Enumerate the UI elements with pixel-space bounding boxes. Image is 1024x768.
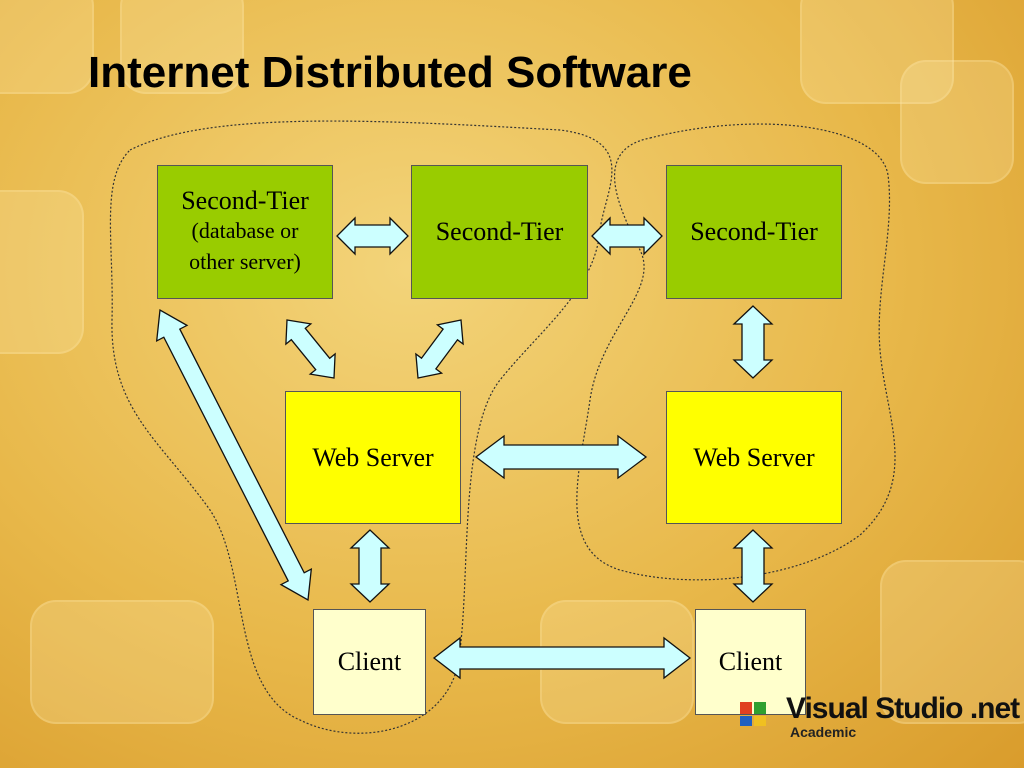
logo-brand-text: Visual Studio .net: [786, 692, 1020, 725]
second-tier-left-label: Second-Tier: [181, 186, 309, 216]
second-tier-box-right: Second-Tier: [666, 165, 842, 299]
second-tier-box-middle: Second-Tier: [411, 165, 588, 299]
arrow-web-right-to-client-right: [732, 529, 774, 603]
arrow-tier-right-to-web-right: [732, 305, 774, 379]
client-box-right: Client: [695, 609, 806, 715]
arrow-tier-middle-to-web-left: [415, 319, 464, 379]
arrow-tier-left-to-client-left: [155, 308, 313, 602]
web-server-box-right: Web Server: [666, 391, 842, 524]
web-server-left-label: Web Server: [312, 442, 434, 472]
arrow-web-left-to-client-left: [349, 529, 391, 603]
slide-title: Internet Distributed Software: [88, 48, 692, 97]
arrow-web-left-to-web-right: [474, 434, 648, 480]
client-left-label: Client: [337, 647, 402, 677]
client-box-left: Client: [313, 609, 426, 715]
visual-studio-logo: Visual Studio .net Academic: [738, 686, 1020, 742]
logo-edition-text: Academic: [790, 724, 857, 740]
web-server-right-label: Web Server: [693, 442, 815, 472]
group-outline-left: [109, 120, 613, 734]
second-tier-right-label: Second-Tier: [690, 217, 818, 247]
arrow-client-left-to-client-right: [432, 636, 692, 680]
arrow-tier-left-to-web-left: [285, 319, 336, 379]
group-outline-right: [576, 123, 896, 581]
web-server-box-left: Web Server: [285, 391, 461, 524]
second-tier-left-subtitle: (database or other server): [189, 218, 301, 274]
arrow-tier-middle-to-tier-right: [591, 216, 663, 256]
visual-studio-logo-icon: [740, 702, 766, 726]
second-tier-middle-label: Second-Tier: [435, 217, 564, 247]
arrow-tier-left-to-tier-middle: [336, 216, 409, 256]
client-right-label: Client: [718, 647, 783, 677]
second-tier-box-left: Second-Tier (database or other server): [157, 165, 333, 299]
